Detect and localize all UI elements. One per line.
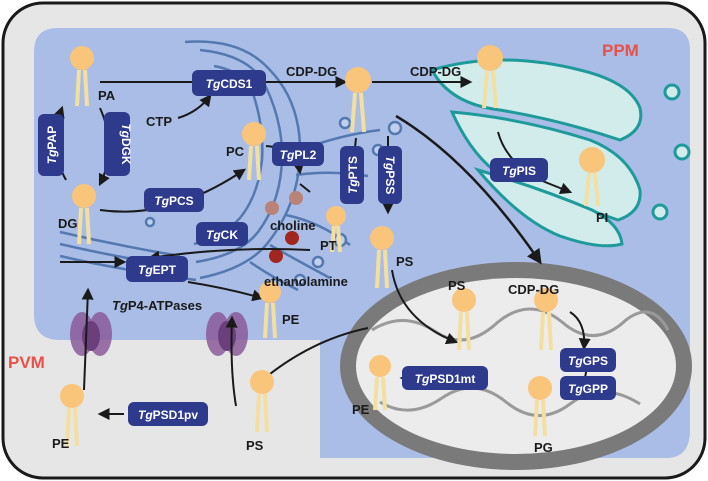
transporter-label: TgP4-ATPases [112,298,202,313]
lipid-label-pe-pvm: PE [52,436,70,451]
ppm-label: PPM [602,41,639,60]
lipid-label-pa: PA [98,88,116,103]
svg-text:TgEPT: TgEPT [138,263,177,277]
enzyme-gps: TgGPS [560,348,616,372]
mitochondrion [340,262,692,470]
lipid-label-pg: PG [534,440,553,455]
svg-text:TgPSD1pv: TgPSD1pv [138,408,198,422]
svg-text:TgPSS: TgPSS [383,156,397,195]
enzyme-pl2: TgPL2 [272,142,324,166]
enzyme-cds1: TgCDS1 [192,70,266,96]
lipid-label-ps-pvm: PS [246,438,264,453]
enzyme-pap: TgPAP [38,114,64,176]
lipid-label-pt: PT [320,238,337,253]
enzyme-pcs: TgPCS [144,188,204,212]
p4-atpase-channel-left [70,312,112,356]
lipid-label-dg: DG [58,216,78,231]
enzyme-psd1mt: TgPSD1mt [402,366,488,390]
svg-text:TgPSD1mt: TgPSD1mt [415,372,476,386]
lipid-glyphs [60,45,605,447]
choline-particles [265,191,303,215]
lipid-label-ps-mito: PS [448,278,466,293]
ethanolamine-particles [269,231,299,263]
svg-text:TgPTS: TgPTS [346,156,360,194]
metabolite-cdp-dg-1: CDP-DG [286,64,337,79]
enzyme-ept: TgEPT [126,256,188,282]
svg-text:TgPCS: TgPCS [154,194,193,208]
pvm-label: PVM [8,353,45,372]
svg-text:TgPAP: TgPAP [45,126,59,164]
svg-text:TgCK: TgCK [206,228,238,242]
metabolite-cdp-dg-3: CDP-DG [508,282,559,297]
enzyme-pts: TgPTS [340,146,364,204]
lipid-label-pi: PI [596,210,608,225]
svg-text:TgPL2: TgPL2 [280,148,317,162]
lipid-label-pc: PC [226,144,245,159]
metabolite-ctp: CTP [146,114,172,129]
svg-text:TgGPS: TgGPS [568,354,608,368]
metabolite-choline: choline [270,218,316,233]
svg-text:TgGPP: TgGPP [568,382,608,396]
lipid-label-ps-er: PS [396,254,414,269]
enzyme-ck: TgCK [196,222,248,246]
enzyme-dgk: TgDGK [104,112,133,176]
enzyme-gpp: TgGPP [560,376,616,400]
enzyme-pis: TgPIS [490,158,548,182]
svg-text:TgCDS1: TgCDS1 [206,77,253,91]
enzyme-pss: TgPSS [378,146,402,204]
enzyme-psd1pv: TgPSD1pv [128,402,208,426]
metabolite-ethanolamine: ethanolamine [264,274,348,289]
svg-text:TgDGK: TgDGK [119,123,133,165]
lipid-label-pe-mito: PE [352,402,370,417]
svg-text:TgPIS: TgPIS [502,164,536,178]
lipid-label-pe-er: PE [282,312,300,327]
metabolite-cdp-dg-2: CDP-DG [410,64,461,79]
